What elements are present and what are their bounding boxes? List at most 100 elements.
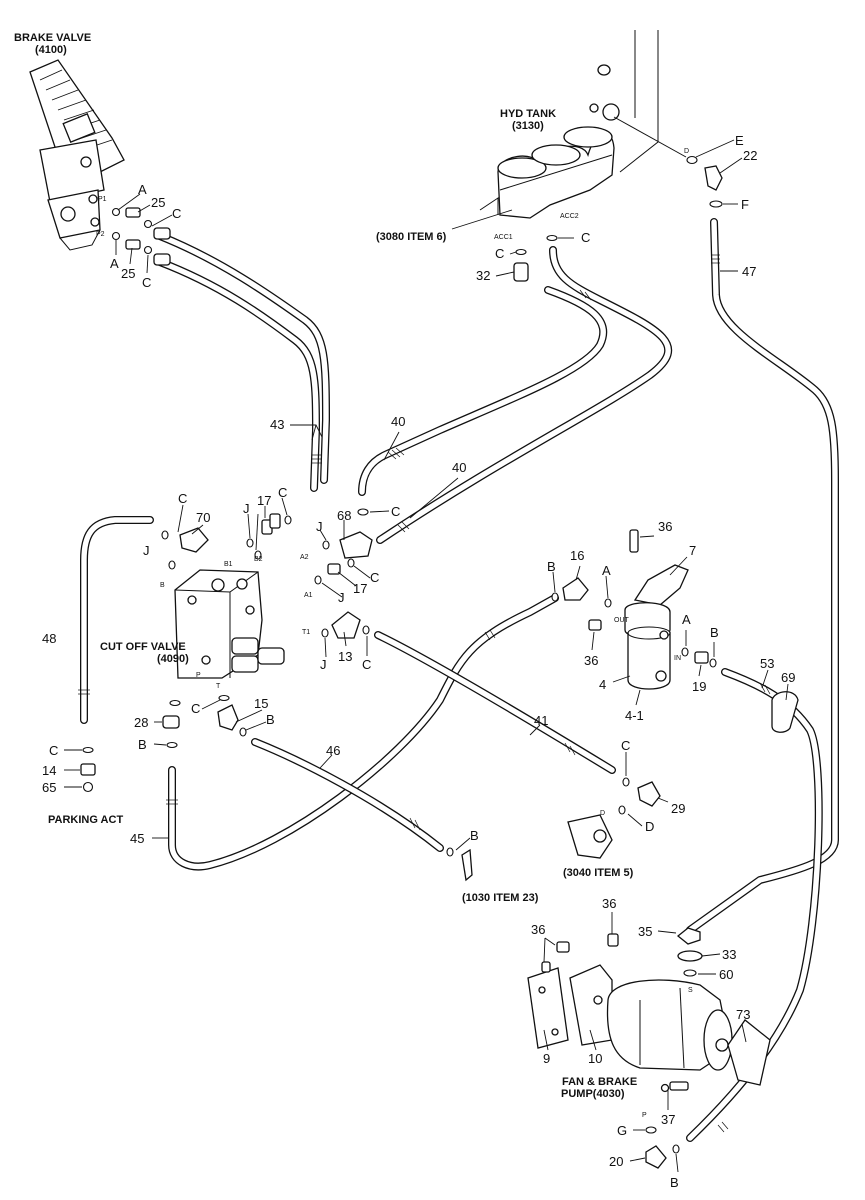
callout-e: E: [735, 133, 744, 148]
clamp-69: [771, 691, 799, 733]
callout-b: B: [710, 625, 719, 640]
callout-13: 13: [338, 649, 352, 664]
hose-47: [686, 218, 839, 934]
port-out: OUT: [614, 617, 630, 624]
callout-9: 9: [543, 1051, 550, 1066]
hyd-tank-title: HYD TANK: [500, 108, 556, 120]
callout-25: 25: [151, 195, 165, 210]
callout-c: C: [362, 657, 371, 672]
callout-4: 4: [599, 677, 606, 692]
callout-60: 60: [719, 967, 733, 982]
callout-c: C: [495, 246, 504, 261]
hyd-tank-ref: (3130): [512, 120, 544, 132]
callout-46: 46: [326, 743, 340, 758]
callout-a: A: [682, 612, 691, 627]
filter-assembly: [551, 529, 717, 690]
callout-c: C: [370, 570, 379, 585]
callout-69: 69: [781, 670, 795, 685]
callout-d: D: [645, 819, 654, 834]
port-d-tank: D: [684, 148, 689, 155]
port-t: T: [216, 683, 221, 690]
port-b1: B1: [224, 561, 233, 568]
port-b: B: [160, 582, 165, 589]
port-p: P: [196, 672, 201, 679]
callout-b: B: [547, 559, 556, 574]
callout-29: 29: [671, 801, 685, 816]
callout-65: 65: [42, 780, 56, 795]
callout-a: A: [110, 256, 119, 271]
port-acc2: ACC2: [560, 213, 579, 220]
callout-47: 47: [742, 264, 756, 279]
hoses: [78, 218, 839, 1142]
port-acc1: ACC1: [494, 234, 513, 241]
port-s: S: [688, 987, 693, 994]
callout-c: C: [581, 230, 590, 245]
port-t1: T1: [302, 629, 310, 636]
cut-off-valve-fittings: [80, 508, 373, 793]
tank-note: (3080 ITEM 6): [376, 231, 447, 243]
cut-off-valve-ref: (4090): [157, 653, 189, 665]
cut-off-valve-title: CUT OFF VALVE: [100, 641, 186, 653]
hose-40-upper: [358, 286, 608, 496]
brake-valve-fittings: [111, 207, 171, 266]
parking-act-label: PARKING ACT: [48, 814, 123, 826]
port-a1: A1: [304, 592, 313, 599]
tank-fittings: [513, 155, 723, 282]
callout-36: 36: [658, 519, 672, 534]
brake-valve-assembly: [29, 59, 125, 251]
brake-valve-title: BRAKE VALVE: [14, 32, 91, 44]
callout-32: 32: [476, 268, 490, 283]
note-1030: (1030 ITEM 23): [462, 892, 539, 904]
hose-41: [374, 631, 616, 774]
bracket-1030: [446, 847, 473, 882]
pump-ref: PUMP(4030): [561, 1088, 625, 1100]
hydraulic-tank: [479, 30, 687, 219]
callout-14: 14: [42, 763, 56, 778]
callout-c: C: [172, 206, 181, 221]
fan-brake-pump: [527, 927, 771, 1169]
hose-45: [168, 594, 559, 871]
callout-33: 33: [722, 947, 736, 962]
callout-19: 19: [692, 679, 706, 694]
callout-7: 7: [689, 543, 696, 558]
callout-c: C: [391, 504, 400, 519]
port-p2: P2: [96, 231, 105, 238]
callout-40: 40: [391, 414, 405, 429]
port-b2: B2: [254, 556, 263, 563]
callout-c: C: [142, 275, 151, 290]
callout-20: 20: [609, 1154, 623, 1169]
hose-46: [251, 738, 444, 852]
callout-45: 45: [130, 831, 144, 846]
callout-40: 40: [452, 460, 466, 475]
callout-28: 28: [134, 715, 148, 730]
callout-j: J: [316, 519, 323, 534]
callout-b: B: [266, 712, 275, 727]
callout-c: C: [278, 485, 287, 500]
pump-title: FAN & BRAKE: [562, 1076, 637, 1088]
port-d-3040: D: [600, 810, 605, 817]
callout-g: G: [617, 1123, 627, 1138]
callout-a: A: [138, 182, 147, 197]
callout-a: A: [602, 563, 611, 578]
hose-48: [80, 516, 154, 724]
callout-f: F: [741, 197, 749, 212]
leader-lines: [64, 139, 789, 1173]
port-p-pump: P: [642, 1112, 647, 1119]
callout-68: 68: [337, 508, 351, 523]
note-3040: (3040 ITEM 5): [563, 867, 634, 879]
callout-36: 36: [531, 922, 545, 937]
fitting-29: [567, 777, 661, 859]
callout-c: C: [191, 701, 200, 716]
callout-35: 35: [638, 924, 652, 939]
callout-c: C: [621, 738, 630, 753]
callout-10: 10: [588, 1051, 602, 1066]
port-a2: A2: [300, 554, 309, 561]
callout-b: B: [470, 828, 479, 843]
callouts: A 25 C A 25 C E 22 F C C 32 47 43 40 C 4…: [42, 133, 795, 1190]
callout-73: 73: [736, 1007, 750, 1022]
callout-41: 41: [534, 713, 548, 728]
callout-17: 17: [353, 581, 367, 596]
callout-16: 16: [570, 548, 584, 563]
callout-j: J: [143, 543, 150, 558]
